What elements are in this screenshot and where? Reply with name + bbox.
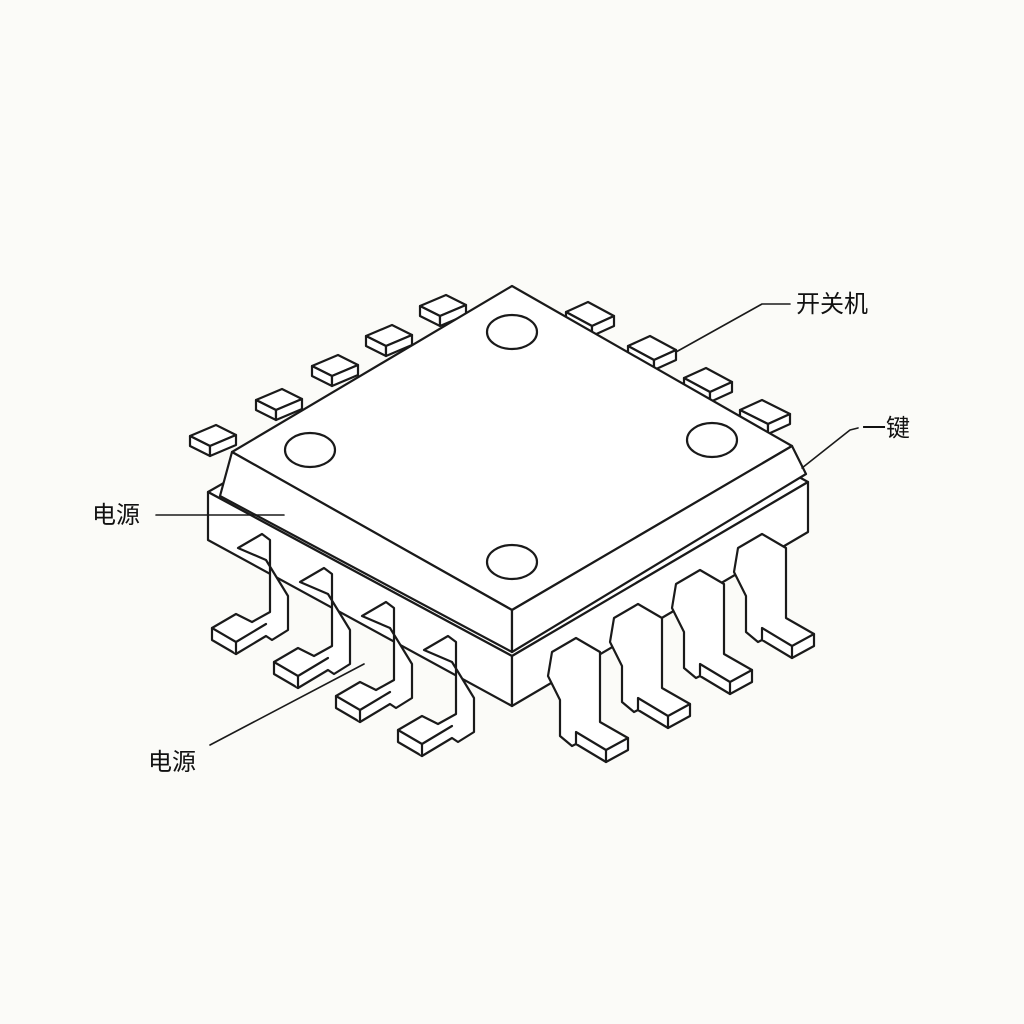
- lead-front-right-2: [608, 602, 692, 730]
- lead-front-left-2: [272, 566, 352, 690]
- front-left-leads: [210, 532, 476, 758]
- back-left-pins: [188, 293, 468, 458]
- dimple-left: [283, 431, 337, 469]
- lead-front-right-3: [670, 568, 754, 696]
- pin-back-left-1: [188, 423, 238, 458]
- label-power-left: 电源: [92, 501, 140, 529]
- dimple-right: [685, 421, 739, 459]
- leader-line-switch: [675, 303, 791, 353]
- lead-front-right-1: [546, 636, 630, 764]
- lead-front-left-4: [396, 634, 476, 758]
- package-top: [218, 284, 808, 654]
- top-dimples: [283, 313, 739, 581]
- pin-back-left-4: [364, 323, 414, 358]
- leader-lines: [155, 303, 859, 746]
- leader-line-power-bottom: [209, 663, 365, 746]
- dimple-back: [485, 313, 539, 351]
- lead-front-right-4: [732, 532, 816, 660]
- pin-back-left-2: [254, 387, 304, 422]
- lead-front-left-3: [334, 600, 414, 724]
- lead-front-left-1: [210, 532, 290, 656]
- label-power-bottom: 电源: [148, 748, 196, 776]
- front-right-leads: [546, 532, 816, 764]
- dimple-front: [485, 543, 539, 581]
- label-one-key: 一键: [862, 414, 910, 442]
- right-bevel: [510, 444, 808, 654]
- pin-back-left-3: [310, 353, 360, 388]
- label-switch: 开关机: [796, 290, 868, 318]
- leader-line-onekey: [801, 427, 859, 469]
